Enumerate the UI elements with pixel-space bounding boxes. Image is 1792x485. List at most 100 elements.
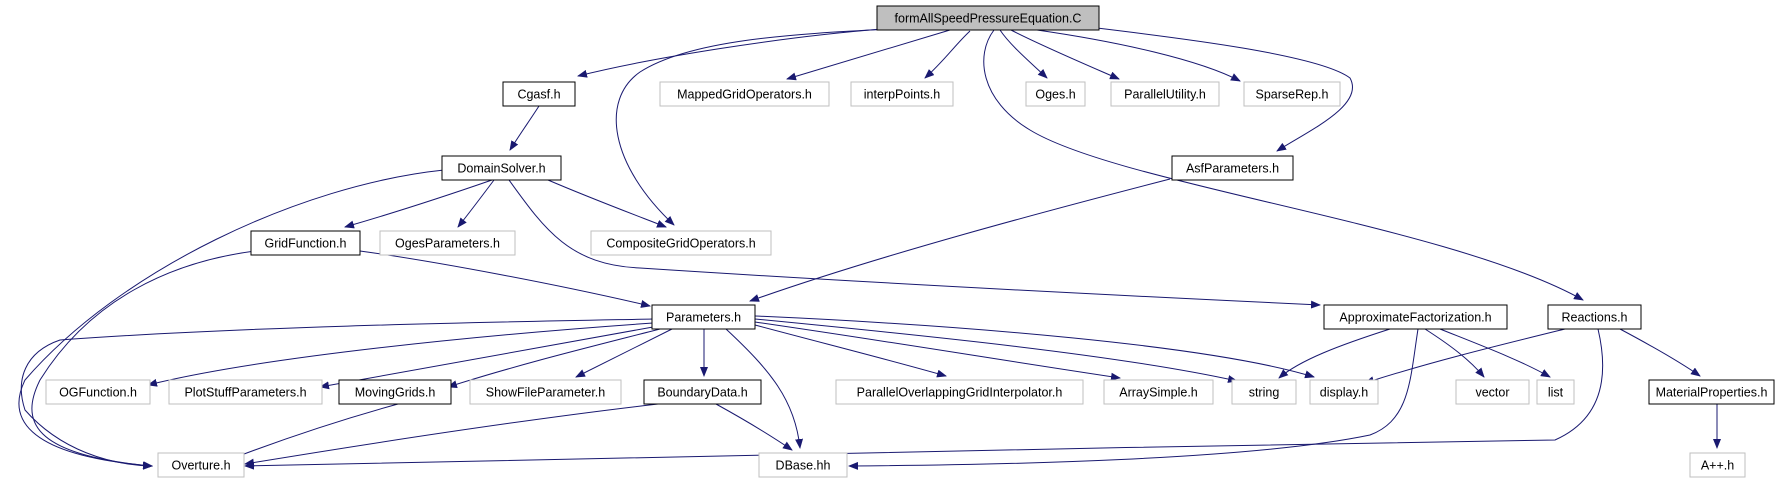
node-gf[interactable]: GridFunction.h — [250, 230, 361, 256]
node-ogf: OGFunction.h — [45, 379, 151, 405]
node-label: AsfParameters.h — [1186, 162, 1279, 176]
node-label: SparseRep.h — [1256, 88, 1329, 102]
node-as: ArraySimple.h — [1103, 379, 1214, 405]
node-box — [157, 452, 245, 478]
node-box — [469, 379, 622, 405]
node-box — [1103, 379, 1214, 405]
node-box — [338, 379, 452, 405]
node-label: Cgasf.h — [517, 88, 560, 102]
node-label: ShowFileParameter.h — [486, 386, 606, 400]
node-box — [835, 379, 1084, 405]
edge-af-to-dbase — [848, 328, 1419, 470]
edge-params-to-ogf — [147, 322, 654, 387]
node-label: MovingGrids.h — [355, 386, 436, 400]
node-list: list — [1536, 379, 1575, 405]
edge-params-to-str — [754, 318, 1238, 383]
edge-ds-to-ogesp — [457, 179, 495, 228]
edge-params-to-psp — [319, 326, 654, 390]
node-label: Overture.h — [171, 459, 230, 473]
node-af[interactable]: ApproximateFactorization.h — [1323, 304, 1508, 330]
node-box — [1025, 81, 1086, 107]
node-root[interactable]: formAllSpeedPressureEquation.C — [876, 5, 1100, 31]
edge-root-to-pu — [1010, 29, 1120, 80]
node-str: string — [1231, 379, 1297, 405]
edge-bd-to-ov — [244, 403, 659, 467]
node-label: BoundaryData.h — [657, 386, 747, 400]
node-box — [590, 230, 772, 256]
node-matp[interactable]: MaterialProperties.h — [1648, 379, 1775, 405]
node-label: ArraySimple.h — [1119, 386, 1198, 400]
node-box — [379, 230, 516, 256]
node-label: list — [1548, 386, 1564, 400]
node-label: vector — [1475, 386, 1509, 400]
edge-ds-to-cgo — [547, 179, 667, 228]
edge-root-to-cgo — [615, 28, 892, 226]
node-box — [1231, 379, 1297, 405]
edge-ds-to-af — [508, 179, 1321, 309]
node-label: GridFunction.h — [265, 237, 347, 251]
edge-af-to-str — [1278, 328, 1391, 379]
edge-params-to-disp — [754, 315, 1315, 379]
edge-params-to-dbase — [725, 328, 804, 449]
edge-root-to-sparse — [1036, 29, 1241, 82]
node-cgo: CompositeGridOperators.h — [590, 230, 772, 256]
node-sparse: SparseRep.h — [1243, 81, 1341, 107]
node-label: DomainSolver.h — [457, 162, 545, 176]
node-box — [1243, 81, 1341, 107]
node-ds[interactable]: DomainSolver.h — [441, 155, 562, 181]
edge-params-to-ov — [20, 318, 654, 470]
node-mgo: MappedGridOperators.h — [659, 81, 830, 107]
node-box — [441, 155, 562, 181]
node-react[interactable]: Reactions.h — [1547, 304, 1642, 330]
node-label: display.h — [1320, 386, 1368, 400]
node-label: ParallelOverlappingGridInterpolator.h — [857, 386, 1063, 400]
edge-root-to-oges — [999, 29, 1048, 79]
node-box — [1171, 155, 1294, 181]
node-box — [1455, 379, 1530, 405]
node-box — [1547, 304, 1642, 330]
node-mg[interactable]: MovingGrids.h — [338, 379, 452, 405]
edge-root-to-interp — [924, 30, 971, 79]
node-label: CompositeGridOperators.h — [606, 237, 755, 251]
edge-ds-to-gf — [344, 179, 493, 229]
node-cgasf[interactable]: Cgasf.h — [502, 81, 576, 107]
edge-params-to-mg — [447, 328, 661, 389]
edge-params-to-as — [754, 321, 1121, 381]
node-dbase: DBase.hh — [758, 452, 848, 478]
node-box — [1648, 379, 1775, 405]
edge-params-to-pogi — [754, 324, 947, 378]
node-box — [659, 81, 830, 107]
node-label: Parameters.h — [666, 311, 741, 325]
edge-react-to-disp — [1364, 328, 1566, 385]
node-label: Reactions.h — [1561, 311, 1627, 325]
node-label: PlotStuffParameters.h — [184, 386, 306, 400]
node-label: formAllSpeedPressureEquation.C — [895, 12, 1082, 26]
node-box — [1110, 81, 1220, 107]
node-vec: vector — [1455, 379, 1530, 405]
edge-gf-to-params — [359, 250, 651, 308]
edge-react-to-matp — [1619, 328, 1701, 377]
node-label: OGFunction.h — [59, 386, 137, 400]
node-ogesp: OgesParameters.h — [379, 230, 516, 256]
nodes-layer: formAllSpeedPressureEquation.C Cgasf.h Map… — [45, 5, 1775, 478]
node-psp: PlotStuffParameters.h — [168, 379, 323, 405]
node-box — [1323, 304, 1508, 330]
node-label: MaterialProperties.h — [1656, 386, 1768, 400]
edge-root-to-asfp — [1096, 27, 1353, 152]
node-interp: interpPoints.h — [850, 81, 954, 107]
node-pogi: ParallelOverlappingGridInterpolator.h — [835, 379, 1084, 405]
edge-root-to-mgo — [786, 29, 951, 81]
node-box — [1309, 379, 1379, 405]
node-box — [168, 379, 323, 405]
node-box — [502, 81, 576, 107]
node-params[interactable]: Parameters.h — [651, 304, 756, 330]
node-asfp[interactable]: AsfParameters.h — [1171, 155, 1294, 181]
node-box — [45, 379, 151, 405]
edge-root-to-cgasf — [577, 28, 883, 78]
node-box — [250, 230, 361, 256]
node-oges: Oges.h — [1025, 81, 1086, 107]
edge-af-to-list — [1439, 328, 1551, 378]
node-box — [651, 304, 756, 330]
node-bd[interactable]: BoundaryData.h — [643, 379, 762, 405]
